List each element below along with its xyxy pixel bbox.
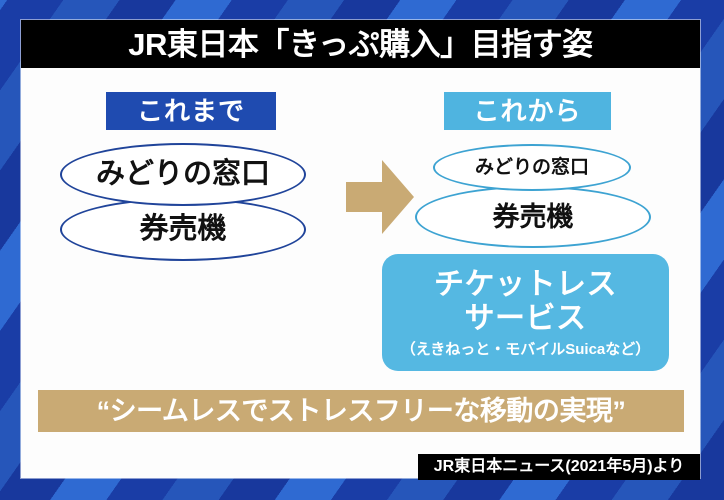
before-item-midori-no-madoguchi: みどりの窓口 xyxy=(60,143,306,206)
slogan-text: “シームレスでストレスフリーな移動の実現” xyxy=(96,395,626,426)
after-item-kenbaiki: 券売機 xyxy=(415,186,651,248)
before-item-kenbaiki-label: 券売機 xyxy=(139,213,227,245)
section-header-after: これから xyxy=(444,92,611,130)
after-item-kenbaiki-label: 券売機 xyxy=(492,201,574,232)
ticketless-service-box: チケットレス サービス （えきねっと・モバイルSuicaなど） xyxy=(382,254,669,371)
page-title: JR東日本「きっぷ購入」目指す姿 xyxy=(128,26,593,62)
section-header-before: これまで xyxy=(106,92,276,130)
title-bar: JR東日本「きっぷ購入」目指す姿 xyxy=(21,20,700,68)
after-item-midori-label: みどりの窓口 xyxy=(474,157,589,178)
after-item-midori-no-madoguchi: みどりの窓口 xyxy=(433,144,631,191)
content-card: JR東日本「きっぷ購入」目指す姿 これまで みどりの窓口 券売機 これから みど… xyxy=(21,20,700,480)
ticketless-title-line1: チケットレス xyxy=(434,267,617,301)
slogan-banner: “シームレスでストレスフリーな移動の実現” xyxy=(38,390,684,432)
before-item-midori-label: みどりの窓口 xyxy=(95,158,270,190)
right-arrow-icon xyxy=(346,160,414,234)
ticketless-note: （えきねっと・モバイルSuicaなど） xyxy=(400,341,651,359)
source-credit-text: JR東日本ニュース(2021年5月)より xyxy=(433,458,685,475)
ticketless-title-line2: サービス xyxy=(464,301,587,335)
source-credit-bar: JR東日本ニュース(2021年5月)より xyxy=(418,454,700,480)
before-item-kenbaiki: 券売機 xyxy=(60,198,306,261)
